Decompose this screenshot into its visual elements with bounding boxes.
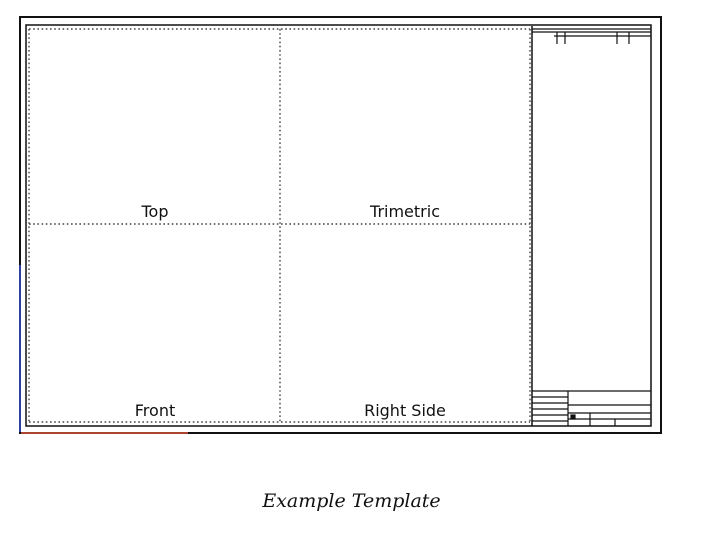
inner-border	[25, 24, 652, 427]
figure-caption: Example Template	[262, 490, 441, 512]
revision-block	[532, 28, 651, 44]
view-area-dotted-lines	[28, 28, 531, 423]
title-block	[532, 390, 651, 426]
view-label-top: Top	[141, 202, 169, 221]
view-label-trimetric: Trimetric	[369, 202, 440, 221]
outer-border	[19, 16, 662, 434]
view-label-right-side: Right Side	[364, 401, 446, 420]
view-label-front: Front	[135, 401, 175, 420]
